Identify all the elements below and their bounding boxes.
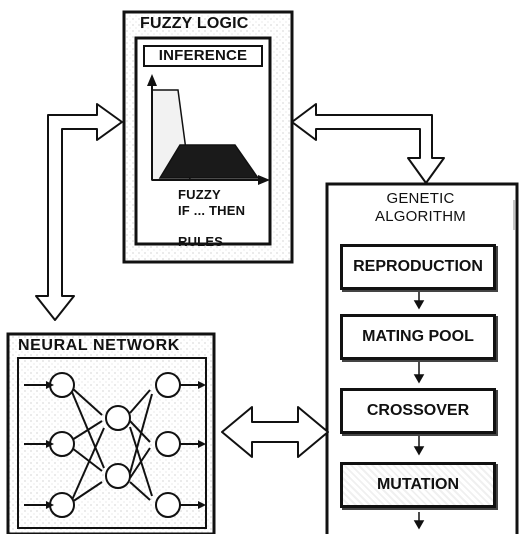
fuzzy-logic-panel xyxy=(122,10,294,264)
step-crossover: CROSSOVER xyxy=(340,388,496,434)
fuzzy-rules-line2: IF ... THEN xyxy=(178,203,246,218)
fuzzy-logic-title: FUZZY LOGIC xyxy=(140,15,249,32)
genetic-title-line1: GENETIC xyxy=(386,190,455,207)
inference-label: INFERENCE xyxy=(158,47,248,64)
double-arrow-icon xyxy=(221,406,329,458)
neural-network-icon xyxy=(24,372,204,518)
neural-network-title: NEURAL NETWORK xyxy=(18,337,180,354)
genetic-title-line2: ALGORITHM xyxy=(375,208,466,225)
step-mating-pool: MATING POOL xyxy=(340,314,496,360)
double-arrow-icon xyxy=(35,103,123,321)
fuzzy-membership-chart-icon xyxy=(147,74,270,185)
fuzzy-rules-line1: FUZZY xyxy=(178,187,221,202)
step-mutation: MUTATION xyxy=(340,462,496,508)
genetic-step-arrows xyxy=(413,290,425,530)
double-arrow-icon xyxy=(291,103,445,184)
fuzzy-rules-line3: RULES xyxy=(178,234,224,249)
step-reproduction: REPRODUCTION xyxy=(340,244,496,290)
neural-arrowheads xyxy=(46,381,206,509)
